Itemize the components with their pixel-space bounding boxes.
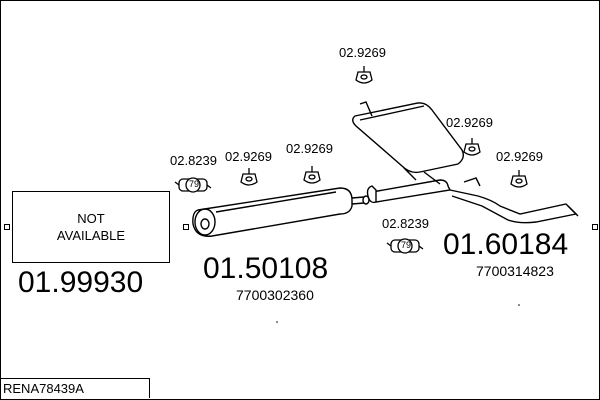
clamp-icon [386, 238, 424, 254]
middle-silencer-part-number: 01.50108 [203, 252, 329, 285]
not-available-part-number: 01.99930 [18, 266, 144, 299]
middle-silencer-drawing [192, 187, 370, 237]
clamp-part-number: 02.8239 [170, 153, 217, 168]
dot-mark [518, 304, 520, 306]
not-available-line2: AVAILABLE [56, 228, 126, 243]
dot-mark [276, 321, 278, 323]
reference-label: RENA78439A [0, 378, 150, 398]
not-available-line1: NOT [77, 211, 105, 226]
hanger-icon [303, 166, 321, 184]
hanger-icon [240, 168, 258, 186]
not-available-box: NOT AVAILABLE [12, 191, 170, 263]
hanger-part-number: 02.9269 [339, 45, 386, 60]
rear-silencer-part-number: 01.60184 [443, 228, 569, 261]
hanger-icon [463, 138, 481, 156]
clamp-icon [174, 177, 212, 193]
clamp-badge: 79 [189, 179, 200, 189]
hanger-icons [240, 66, 528, 188]
rear-silencer-oem-number: 7700314823 [476, 263, 554, 279]
middle-silencer-oem-number: 7700302360 [236, 287, 314, 303]
hanger-icon [510, 170, 528, 188]
connector-square [183, 224, 189, 230]
hanger-part-number: 02.9269 [446, 115, 493, 130]
rear-silencer-drawing [352, 101, 579, 224]
connector-square [4, 224, 10, 230]
hanger-part-number: 02.9269 [496, 149, 543, 164]
connector-square [592, 224, 598, 230]
clamp-badge: 79 [401, 240, 412, 250]
hanger-part-number: 02.9269 [286, 141, 333, 156]
hanger-part-number: 02.9269 [225, 149, 272, 164]
clamp-part-number: 02.8239 [382, 216, 429, 231]
hanger-icon [355, 66, 373, 84]
clamp-icons [174, 177, 424, 254]
